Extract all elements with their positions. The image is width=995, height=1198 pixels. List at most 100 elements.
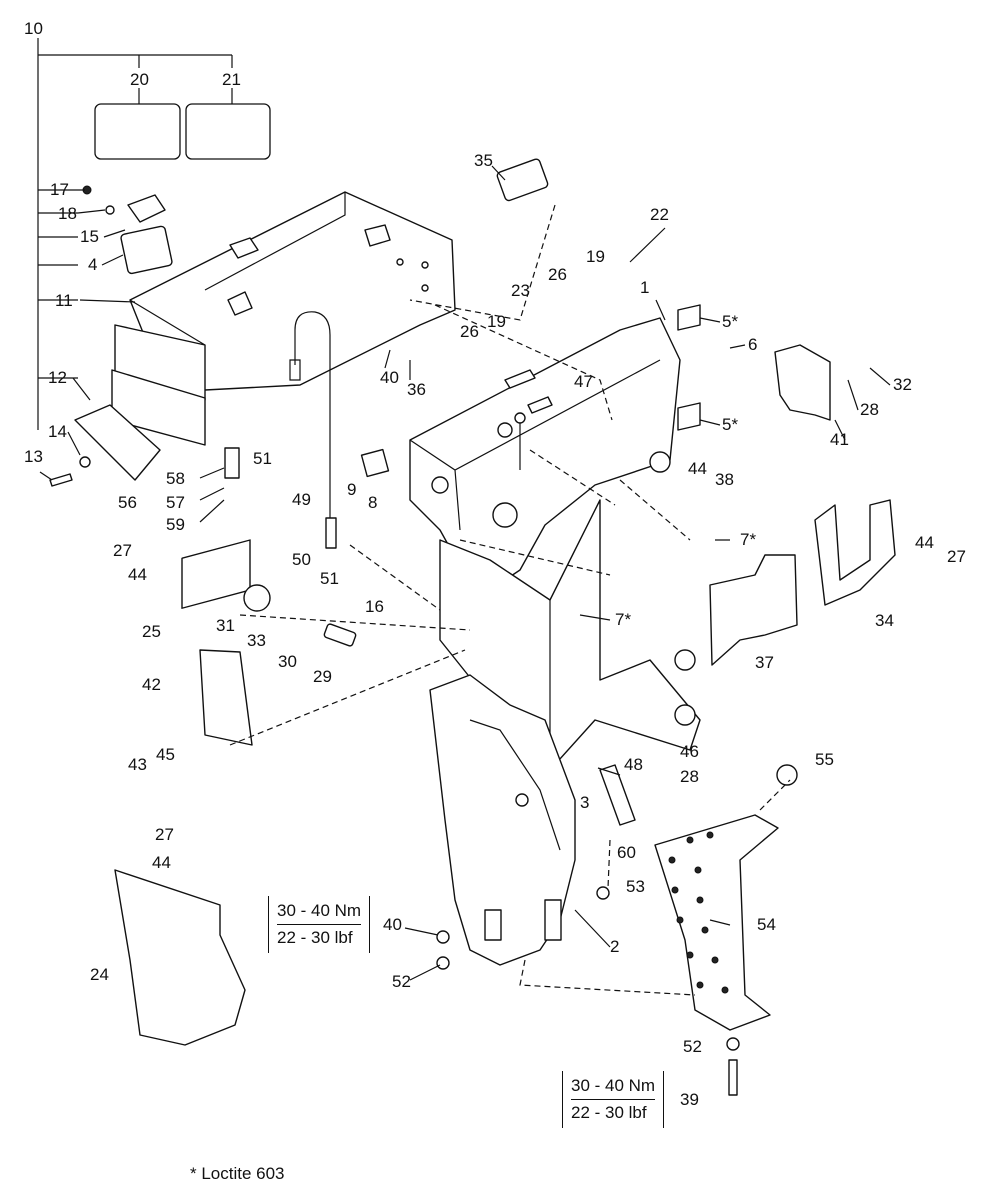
callout-17: 17 [50,180,69,199]
bushing-5-lower [677,402,701,431]
callout-44c: 44 [128,565,147,584]
callout-16: 16 [365,597,384,616]
callout-49: 49 [292,490,311,509]
plate-54 [654,814,779,1031]
callout-40b: 40 [383,915,402,934]
part-48 [599,764,636,826]
torque-lbf-left: 22 - 30 lbf [277,924,362,951]
callout-52b: 52 [683,1037,702,1056]
pedestal-base-2 [429,674,576,966]
callout-46: 46 [680,742,699,761]
callout-43: 43 [128,755,147,774]
panel-24 [114,869,246,1046]
callout-4: 4 [88,255,97,274]
torque-lbf-right: 22 - 30 lbf [571,1099,656,1126]
plate-15-and-4 [82,185,173,275]
callout-29: 29 [313,667,332,686]
plate-8 [360,448,390,478]
plate-54-holes [668,831,729,994]
panel-37 [709,554,798,666]
callout-60: 60 [617,843,636,862]
callout-44b: 44 [915,533,934,552]
callout-44d: 44 [152,853,171,872]
callout-13: 13 [24,447,43,466]
callout-27c: 27 [155,825,174,844]
callout-38: 38 [715,470,734,489]
guard-25 [181,539,251,609]
callout-11: 11 [55,291,73,310]
callout-19b: 19 [487,312,506,331]
torque-nm-left: 30 - 40 Nm [277,901,362,920]
callout-27a: 27 [947,547,966,566]
bracket-42 [199,649,253,746]
callout-2: 2 [610,937,619,956]
callout-50: 50 [292,550,311,569]
callout-58: 58 [166,469,185,488]
callout-8: 8 [368,493,377,512]
callout-36: 36 [407,380,426,399]
callout-39: 39 [680,1090,699,1109]
callout-5a: 5* [722,312,738,331]
callout-56: 56 [118,493,137,512]
part-31 [243,584,271,612]
callout-22: 22 [650,205,669,224]
kit-box-20 [94,103,181,160]
callout-3: 3 [580,793,589,812]
callout-35: 35 [474,151,493,170]
callout-14: 14 [48,422,67,441]
callout-48: 48 [624,755,643,774]
torque-box-right: 30 - 40 Nm 22 - 30 lbf [562,1071,665,1128]
part-53 [596,886,610,900]
callout-7b: 7* [615,610,631,629]
bracket-12-14-13 [49,404,161,487]
callout-28a: 28 [860,400,879,419]
callout-19a: 19 [586,247,605,266]
callout-28b: 28 [680,767,699,786]
callout-47: 47 [574,372,593,391]
kit-tree-bracket [37,38,271,430]
callout-20: 20 [130,70,149,89]
upper-housing-11 [111,191,456,446]
callout-40a: 40 [380,368,399,387]
callout-55: 55 [815,750,834,769]
callout-45: 45 [156,745,175,764]
callout-53: 53 [626,877,645,896]
callout-54: 54 [757,915,776,934]
torque-nm-right: 30 - 40 Nm [571,1076,656,1095]
callout-51b: 51 [320,569,339,588]
callout-57: 57 [166,493,185,512]
callout-31: 31 [216,616,235,635]
part-40-lower [436,930,450,944]
part-57 [224,447,240,479]
callout-51a: 51 [253,449,272,468]
callout-34: 34 [875,611,894,630]
callout-37: 37 [755,653,774,672]
callout-26a: 26 [548,265,567,284]
callout-30: 30 [278,652,297,671]
hose-49 [294,311,331,520]
callout-6: 6 [748,335,757,354]
torque-box-left: 30 - 40 Nm 22 - 30 lbf [268,896,371,953]
callout-24: 24 [90,965,109,984]
kit-box-21 [185,103,271,160]
callout-23: 23 [511,281,530,300]
callout-42: 42 [142,675,161,694]
callout-18: 18 [58,204,77,223]
callout-10: 10 [24,19,43,38]
main-frame-1 [409,317,681,591]
bushing-5-upper [677,304,701,331]
bolt-39 [728,1059,738,1096]
callout-5b: 5* [722,415,738,434]
part-55 [776,764,798,786]
fitting-29 [323,623,357,647]
callout-27b: 27 [113,541,132,560]
callout-25: 25 [142,622,161,641]
callout-labels: 10 20 21 17 18 15 4 11 12 14 13 35 22 19… [24,19,966,1109]
washer-52-left [436,956,450,970]
panel-41 [774,344,831,421]
washer-52-right [726,1037,740,1051]
callout-44a: 44 [688,459,707,478]
callout-26b: 26 [460,322,479,341]
callout-9: 9 [347,480,356,499]
